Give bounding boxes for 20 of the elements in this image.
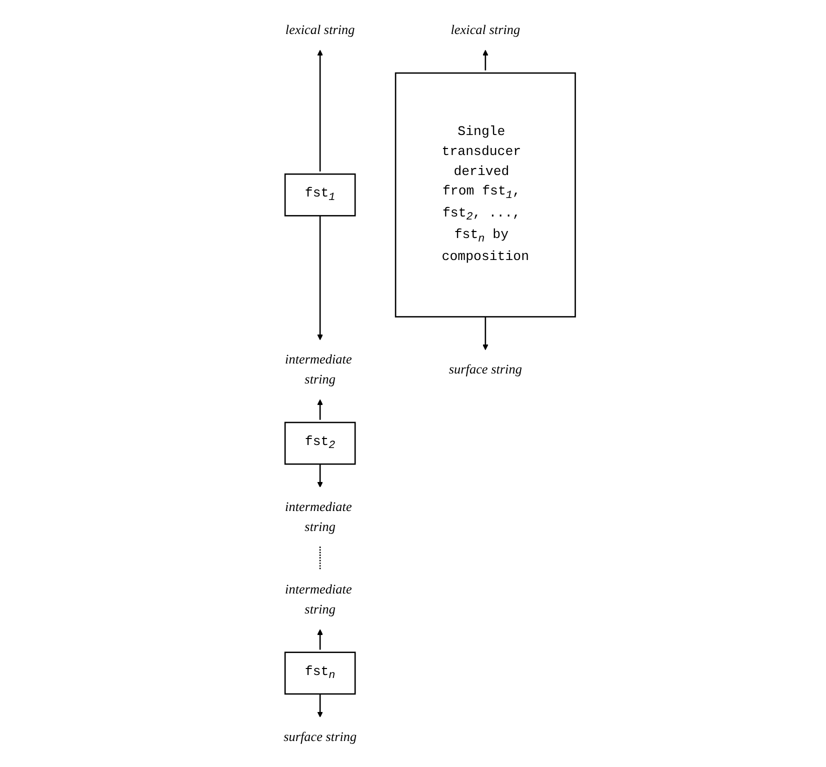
node-text: intermediate string bbox=[285, 352, 352, 387]
arrow bbox=[482, 50, 488, 70]
node-box: fst$_{2}$ bbox=[284, 422, 356, 465]
arrow bbox=[317, 629, 323, 650]
node-text: intermediate string bbox=[285, 582, 352, 617]
arrow bbox=[317, 50, 323, 172]
node-box: fst$_{n}$ bbox=[284, 652, 356, 695]
arrow bbox=[317, 399, 323, 420]
node-text: surface string bbox=[448, 362, 522, 377]
node-text: intermediate string bbox=[285, 500, 352, 534]
arrow bbox=[482, 316, 488, 350]
node-box: Single transducer derived from fst$_{1}$, fst$_{2}$, ..., fst$_{n}$ by composition bbox=[394, 72, 576, 318]
node-text: surface string bbox=[284, 730, 357, 744]
arrow bbox=[317, 694, 323, 718]
node-text: lexical string bbox=[285, 22, 355, 38]
arrow bbox=[317, 464, 323, 488]
node-box: fst$_{1}$ bbox=[284, 173, 356, 216]
arrow bbox=[317, 216, 323, 340]
connector bbox=[319, 546, 321, 570]
node-text: lexical string bbox=[450, 22, 520, 38]
